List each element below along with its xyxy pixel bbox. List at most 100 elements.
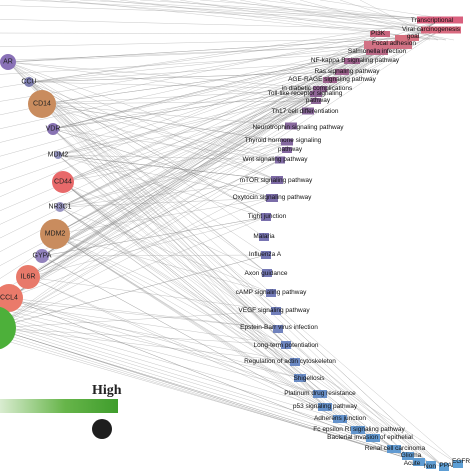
pathway-node[interactable]	[310, 91, 322, 97]
edge	[239, 0, 455, 41]
pathway-node[interactable]	[333, 415, 347, 423]
legend-size-dot	[92, 419, 112, 439]
edge	[41, 19, 441, 257]
edge	[7, 37, 408, 63]
pathway-node[interactable]	[366, 49, 388, 55]
gene-node[interactable]	[54, 151, 62, 159]
pathway-node[interactable]	[318, 403, 332, 411]
pathway-label: Th17 cell differentiation	[271, 107, 339, 115]
edge	[8, 33, 381, 299]
edge	[41, 254, 267, 257]
pathway-label: Axon guidance	[244, 269, 288, 277]
edge	[59, 179, 278, 208]
edge	[0, 44, 389, 61]
pathway-label: Long-term potentiation	[253, 341, 319, 349]
pathway-node[interactable]	[259, 233, 269, 241]
pathway-label: Influenza A	[248, 250, 282, 258]
pathway-node[interactable]	[344, 58, 360, 64]
edge	[259, 0, 431, 21]
pathway-node[interactable]	[282, 147, 292, 153]
gene-node[interactable]	[47, 123, 59, 135]
edge	[41, 141, 288, 257]
pathway-node[interactable]	[273, 325, 283, 333]
edge	[0, 320, 359, 431]
edge	[54, 233, 287, 346]
pathway-node[interactable]	[261, 213, 271, 221]
edge	[41, 103, 281, 161]
edge	[0, 305, 296, 363]
pathway-node[interactable]	[285, 122, 297, 130]
gene-node[interactable]	[35, 249, 49, 263]
pathway-label: Shigellosis	[293, 374, 325, 382]
edge	[52, 51, 378, 130]
pathway-node[interactable]	[426, 461, 436, 469]
edge	[0, 5, 441, 21]
edge	[0, 29, 442, 325]
gene-node[interactable]	[0, 284, 23, 312]
pathway-node[interactable]	[387, 445, 401, 453]
pathway-node[interactable]	[351, 426, 365, 434]
gene-node[interactable]	[16, 265, 40, 289]
pathway-node[interactable]	[366, 434, 380, 442]
edge	[52, 37, 408, 130]
edge	[41, 216, 267, 257]
pathway-node[interactable]	[313, 86, 327, 92]
edge	[41, 100, 317, 257]
gene-node[interactable]	[52, 171, 74, 193]
edge	[62, 181, 432, 466]
edge	[62, 93, 317, 183]
gene-node[interactable]	[0, 306, 16, 350]
edge	[279, 0, 439, 31]
pathway-node[interactable]	[266, 194, 278, 202]
pathway-label: goal	[406, 32, 420, 40]
legend-high-label: High	[92, 383, 122, 398]
pathway-node[interactable]	[294, 374, 306, 382]
pathway-label: VEGF signaling pathway	[238, 306, 310, 314]
pathway-label: Neurotrophin signaling pathway	[252, 123, 344, 131]
pathway-node[interactable]	[439, 463, 449, 471]
gene-node[interactable]	[55, 202, 65, 212]
edge	[41, 60, 353, 105]
edge	[59, 79, 331, 208]
edge	[159, 0, 455, 31]
gene-node[interactable]	[40, 219, 70, 249]
pathway-node[interactable]	[417, 16, 463, 24]
pathway-node[interactable]	[262, 269, 272, 277]
pathway-node[interactable]	[323, 77, 337, 83]
gene-node[interactable]	[24, 77, 34, 87]
pathway-node[interactable]	[266, 289, 276, 297]
edge	[57, 154, 273, 199]
pathway-node[interactable]	[370, 31, 390, 37]
pathway-node[interactable]	[453, 460, 463, 468]
pathway-node[interactable]	[413, 458, 425, 466]
edge	[41, 103, 459, 465]
edge	[41, 103, 268, 274]
edge	[0, 314, 326, 408]
edge	[0, 149, 288, 325]
pathway-node[interactable]	[290, 358, 300, 366]
edge	[27, 276, 277, 312]
pathway-node[interactable]	[364, 41, 412, 49]
gene-node[interactable]	[28, 90, 56, 118]
edge	[54, 60, 353, 235]
edge	[7, 61, 321, 90]
pathway-node[interactable]	[281, 341, 291, 349]
edge	[0, 326, 395, 450]
pathway-node[interactable]	[395, 35, 419, 41]
pathway-node[interactable]	[335, 69, 349, 75]
edge	[8, 297, 279, 330]
gene-node[interactable]	[0, 54, 16, 70]
edge	[59, 206, 395, 450]
edge	[57, 154, 278, 181]
pathway-node[interactable]	[302, 107, 314, 115]
pathway-node[interactable]	[402, 452, 414, 460]
pathway-node[interactable]	[275, 156, 285, 164]
pathway-node[interactable]	[313, 390, 327, 398]
pathway-node[interactable]	[311, 98, 321, 104]
pathway-node[interactable]	[271, 307, 281, 315]
pathway-node[interactable]	[421, 26, 461, 34]
pathway-node[interactable]	[271, 176, 283, 184]
pathway-node[interactable]	[261, 251, 271, 259]
edge	[0, 302, 287, 346]
pathway-node[interactable]	[281, 138, 293, 146]
